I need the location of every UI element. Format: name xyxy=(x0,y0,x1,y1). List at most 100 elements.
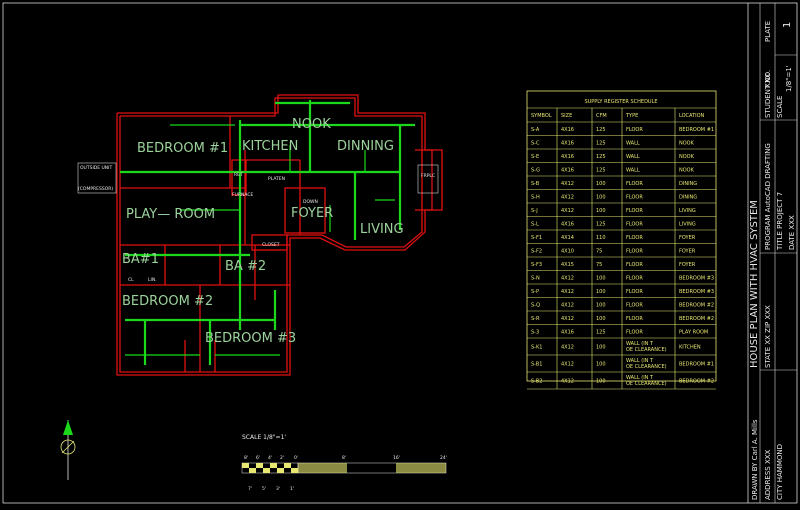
schedule-cell: 4X16 xyxy=(561,140,574,146)
scale-tick-label: 24' xyxy=(440,455,447,461)
schedule-cell: 125 xyxy=(596,221,606,227)
schedule-cell: 4X12 xyxy=(561,275,574,281)
foyer-sub-note: DOWN xyxy=(303,199,318,205)
room-living: LIVING xyxy=(360,222,404,237)
schedule-cell: S-R xyxy=(531,316,540,322)
schedule-cell: S-Q xyxy=(531,302,540,308)
schedule-cell: S-B xyxy=(531,181,540,187)
plate-number: 1 xyxy=(782,22,793,28)
schedule-cell-cont: OE CLEARANCE) xyxy=(626,347,667,353)
schedule-cell: WALL (IN T xyxy=(626,341,654,347)
schedule-cell: FLOOR xyxy=(626,275,643,281)
schedule-cell: BEDROOM #3 xyxy=(679,275,714,281)
schedule-cell: 125 xyxy=(596,329,606,335)
schedule-cell: FOYER xyxy=(679,262,696,268)
schedule-cell: S-K1 xyxy=(531,345,542,351)
schedule-cell: S-F1 xyxy=(531,235,542,241)
schedule-cell: 4X16 xyxy=(561,127,574,133)
schedule-cell: WALL xyxy=(626,140,640,146)
schedule-cell: FOYER xyxy=(679,235,696,241)
schedule-cell: FLOOR xyxy=(626,208,643,214)
hvac-ducts xyxy=(120,100,415,365)
scale-value: 1/8"=1' xyxy=(785,65,793,92)
closet-note: CLOSET xyxy=(262,242,280,248)
schedule-cell: 100 xyxy=(596,194,606,200)
schedule-header-cell: CFM xyxy=(596,113,607,119)
schedule-cell: 100 xyxy=(596,208,606,214)
schedule-cell: 4X16 xyxy=(561,329,574,335)
schedule-cell: S-L xyxy=(531,221,539,227)
schedule-cell: 100 xyxy=(596,302,606,308)
cl-note: CL xyxy=(128,277,134,283)
schedule-cell: 4X12 xyxy=(561,379,574,385)
schedule-cell: FLOOR xyxy=(626,329,643,335)
scale-tick-label: 8' xyxy=(244,455,248,461)
state-zip-line: STATE XX ZIP XXX xyxy=(764,305,772,368)
scale-tick-label: 0' xyxy=(294,455,298,461)
schedule-cell: NOOK xyxy=(679,167,695,173)
outside-unit: OUTSIDE UNIT (COMPRESSOR) xyxy=(77,162,117,194)
room-dinning: DINNING xyxy=(337,139,394,154)
schedule-cell: DINING xyxy=(679,194,697,200)
room-playroom: PLAY— ROOM xyxy=(126,207,215,222)
schedule-cell: FLOOR xyxy=(626,221,643,227)
schedule-header-cell: SIZE xyxy=(561,113,572,119)
schedule-cell: S-J xyxy=(531,208,538,214)
schedule-cell: BEDROOM #2 xyxy=(679,379,714,385)
room-labels: BEDROOM #1 KITCHEN NOOK DINNING PLAY— RO… xyxy=(122,117,404,346)
fireplace-label: FRPLC xyxy=(421,173,435,179)
north-arrow-icon xyxy=(60,420,76,480)
plate-label: PLATE xyxy=(764,21,772,42)
schedule-cell: 100 xyxy=(596,289,606,295)
sheet-main-title: HOUSE PLAN WITH HVAC SYSTEM xyxy=(749,200,760,368)
room-kitchen: KITCHEN xyxy=(242,139,298,154)
schedule-cell: FLOOR xyxy=(626,127,643,133)
schedule-cell: 100 xyxy=(596,345,606,351)
schedule-cell: 4X12 xyxy=(561,362,574,368)
schedule-header-cell: LOCATION xyxy=(679,113,705,119)
schedule-cell: FLOOR xyxy=(626,194,643,200)
schedule-cell: S-3 xyxy=(531,329,539,335)
scale-tick-label: 2' xyxy=(280,455,284,461)
plan-notes: CLOSET FURNACE PLATEN RET DOWN CL LIN. xyxy=(128,172,318,283)
schedule-cell: BEDROOM #1 xyxy=(679,362,714,368)
scale-tick-label-bottom: 1' xyxy=(290,486,294,492)
schedule-cell: 4X10 xyxy=(561,248,574,254)
schedule-cell: 125 xyxy=(596,140,606,146)
scale-tick-label: 6' xyxy=(256,455,260,461)
schedule-cell: FLOOR xyxy=(626,248,643,254)
schedule-cell: LIVING xyxy=(679,221,696,227)
scale-bar-label: SCALE 1/8"=1' xyxy=(242,434,286,441)
scale-label: SCALE xyxy=(776,96,784,118)
schedule-cell: KITCHEN xyxy=(679,345,701,351)
schedule-cell: S-N xyxy=(531,275,540,281)
scale-tick-label: 8' xyxy=(342,455,346,461)
scale-tick-label-bottom: 3' xyxy=(276,486,280,492)
schedule-cell: FLOOR xyxy=(626,316,643,322)
furnace-note: FURNACE xyxy=(232,192,254,198)
room-bedroom3: BEDROOM #3 xyxy=(205,331,296,346)
schedule-cell: 100 xyxy=(596,275,606,281)
schedule-cell: FOYER xyxy=(679,248,696,254)
schedule-cell: 100 xyxy=(596,362,606,368)
schedule-cell: BEDROOM #2 xyxy=(679,302,714,308)
schedule-cell: PLAY ROOM xyxy=(679,329,708,335)
schedule-cell: BEDROOM #2 xyxy=(679,316,714,322)
schedule-cell: BEDROOM #3 xyxy=(679,289,714,295)
city-line: CITY HAMMOND xyxy=(776,444,784,500)
schedule-cell: LIVING xyxy=(679,208,696,214)
schedule-cell: WALL xyxy=(626,167,640,173)
scale-tick-label-bottom: 7' xyxy=(248,486,252,492)
schedule-cell: WALL xyxy=(626,154,640,160)
schedule-cell: 4X12 xyxy=(561,302,574,308)
schedule-cell: WALL (IN T xyxy=(626,375,654,381)
room-ba2: BA #2 xyxy=(225,259,266,274)
schedule-cell: 125 xyxy=(596,154,606,160)
room-ba1: BA#1 xyxy=(122,252,159,267)
scale-tick-label-bottom: 5' xyxy=(262,486,266,492)
schedule-cell: 125 xyxy=(596,167,606,173)
schedule-cell: 110 xyxy=(596,235,606,241)
floor-plan: FRPLC OUTSIDE UNIT (COMPRESSOR) xyxy=(77,94,443,376)
